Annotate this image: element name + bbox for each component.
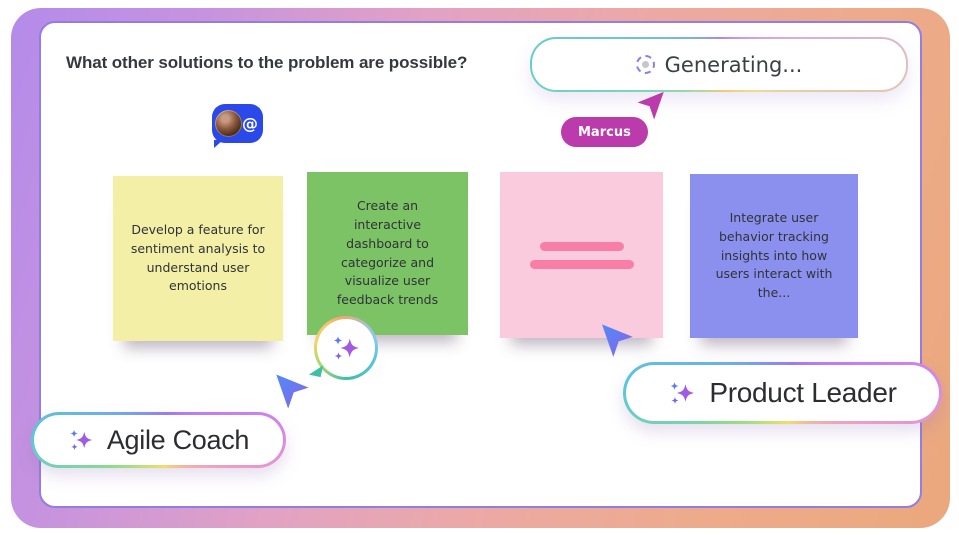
sticky-note-green[interactable]: Create an interactive dashboard to categ…: [307, 172, 468, 335]
note-text: Develop a feature for sentiment analysis…: [130, 222, 266, 294]
agent-label-agile-coach: Agile Coach: [31, 412, 286, 468]
ai-sparkle-bubble: [314, 316, 378, 380]
agent-name: Product Leader: [709, 377, 897, 408]
product-leader-cursor-icon: [602, 324, 633, 357]
sticky-note-purple[interactable]: Integrate user behavior tracking insight…: [690, 174, 858, 338]
agent-label-product-leader: Product Leader: [623, 362, 942, 424]
mention-square-dot: [262, 100, 266, 104]
placeholder-bar: [529, 259, 634, 269]
note-text: Create an interactive dashboard to categ…: [336, 198, 439, 307]
sparkles-icon: [70, 429, 93, 451]
marcus-cursor-icon: [637, 91, 664, 120]
generating-status-pill: Generating...: [530, 37, 908, 92]
placeholder-bar: [539, 241, 624, 251]
sparkles-icon: [670, 382, 695, 404]
agile-coach-cursor-icon: [276, 374, 309, 409]
spinner-icon: [635, 55, 655, 74]
collaborator-name-badge: Marcus: [561, 117, 648, 147]
agent-name: Agile Coach: [106, 424, 250, 455]
note-text: Integrate user behavior tracking insight…: [715, 210, 833, 301]
collaborator-name: Marcus: [578, 124, 631, 140]
sparkles-icon: [333, 336, 360, 360]
board-question: What other solutions to the problem are …: [66, 53, 468, 72]
avatar: [215, 110, 242, 137]
at-symbol: @: [242, 114, 258, 133]
sticky-note-pink-generating[interactable]: [500, 172, 663, 338]
sticky-note-yellow[interactable]: Develop a feature for sentiment analysis…: [113, 176, 283, 341]
at-mention-avatar-icon[interactable]: @: [212, 100, 266, 148]
generating-label: Generating...: [664, 52, 803, 77]
